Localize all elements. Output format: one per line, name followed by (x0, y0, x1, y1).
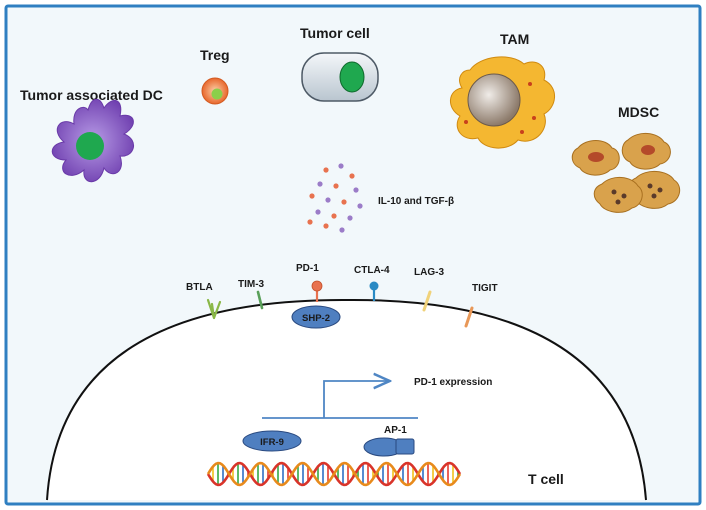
dc-label: Tumor associated DC (20, 87, 163, 103)
treg-cell-icon (201, 77, 229, 105)
shp2-label: SHP-2 (302, 313, 330, 324)
btla-label: BTLA (186, 282, 213, 293)
tigit-receptor-icon (464, 306, 474, 328)
pd1-label: PD-1 (296, 263, 319, 274)
ctla4-receptor-icon (369, 281, 379, 301)
pd1-receptor-icon (311, 280, 323, 302)
dc-nucleus (76, 132, 104, 160)
tumor-cell-label: Tumor cell (300, 25, 370, 41)
dna-strand (206, 461, 462, 487)
ctla4-label: CTLA-4 (354, 265, 390, 276)
cytokine-label: IL-10 and TGF-β (378, 196, 454, 207)
treg-label: Treg (200, 47, 230, 63)
irf9-label: IFR-9 (260, 437, 284, 448)
ap1-label: AP-1 (384, 425, 407, 436)
tam-label: TAM (500, 31, 529, 47)
pd1-expression-label: PD-1 expression (414, 377, 492, 388)
tim3-receptor-icon (256, 290, 264, 310)
mdsc-label: MDSC (618, 104, 659, 120)
lag3-receptor-icon (422, 290, 432, 312)
shp2-protein: SHP-2 (291, 305, 341, 329)
dna-helix-icon (206, 461, 462, 487)
ap1-protein (363, 437, 415, 457)
tumor-cell-icon (301, 52, 379, 102)
btla-receptor-icon (206, 298, 222, 320)
t-cell-membrane (46, 298, 647, 501)
cytokine-dots (307, 163, 363, 233)
irf9-protein: IFR-9 (242, 430, 302, 452)
lag3-label: LAG-3 (414, 267, 444, 278)
tigit-label: TIGIT (472, 283, 498, 294)
tam-macrophage-icon (450, 56, 555, 149)
tim3-label: TIM-3 (238, 279, 265, 290)
dendritic-cell-icon (51, 98, 134, 183)
mdsc-cluster-icon (571, 133, 681, 213)
expression-arrow (262, 381, 418, 419)
t-cell-label: T cell (528, 471, 564, 487)
